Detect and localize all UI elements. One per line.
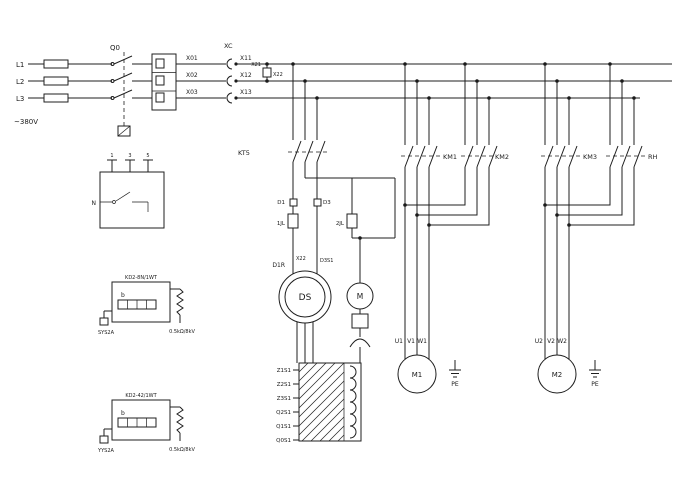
fuse-1jl [287, 213, 299, 229]
module-a-pin3: 5 [146, 153, 149, 159]
ds-terminal-d3s1: D3S1 [320, 258, 333, 264]
terminal-x03: X03 [186, 89, 198, 96]
m-motor-circle [346, 282, 374, 310]
motors [397, 354, 577, 394]
fuse-symbols [43, 59, 358, 229]
module-c-right-label: 0.5kΩ/8kV [169, 447, 195, 453]
q0-pivot-1 [110, 62, 115, 66]
kt-contact-label: KT5 [238, 149, 250, 157]
ds-machine-label: DS [299, 293, 312, 303]
phase-label-l3: L3 [16, 95, 24, 103]
terminal-x02: X02 [186, 72, 198, 79]
phase-label-l1: L1 [16, 61, 24, 69]
connector-xc: XC [224, 42, 233, 50]
voltage-label: ~380V [14, 118, 38, 126]
coil-terminal-q0s1: Q0S1 [276, 438, 291, 444]
coil-terminal-z2s1: Z2S1 [277, 382, 291, 388]
q0-pivot-3 [110, 96, 115, 100]
module-c-b-label: b [121, 410, 125, 417]
module-c [99, 399, 184, 444]
m-motor-label: M [357, 292, 363, 301]
module-a-pin2: 3 [128, 153, 131, 159]
terminal-x13: X13 [240, 89, 252, 96]
resistor-b [176, 288, 184, 316]
contactor-km2: KM2 [495, 153, 509, 161]
coil-block [298, 362, 362, 442]
fuse-2jl-label: 2JL [336, 221, 345, 227]
breaker-label: Q0 [110, 44, 120, 52]
terminal-x21: X21 [251, 62, 261, 68]
mechanical-links [123, 52, 645, 157]
resistor-c [176, 406, 184, 434]
module-b-b-label: b [121, 292, 125, 299]
module-c-left-label: YYS2A [97, 448, 114, 454]
motor2-terminal-v2: V2 [547, 338, 555, 345]
motor1-terminal-u1: U1 [395, 338, 403, 345]
ds-machine [278, 270, 374, 348]
xc-connectors [226, 58, 238, 104]
module-c-title: KD2-42/1WT [125, 393, 157, 399]
module-a-n-label: N [92, 200, 97, 207]
motor2-terminal-u2: U2 [535, 338, 543, 345]
motor2-circle [537, 354, 577, 394]
motor1-terminal-v1: V1 [407, 338, 415, 345]
d1-label: D1 [277, 200, 285, 206]
contactor-km3: KM3 [583, 153, 597, 161]
module-b [99, 281, 184, 326]
motor1-label: M1 [412, 371, 423, 379]
fuse-1jl-label: 1JL [277, 221, 286, 227]
d1r-label: D1R [272, 262, 285, 269]
terminal-x12: X12 [240, 72, 252, 79]
ds-terminal-x22: X22 [296, 256, 306, 262]
phase-label-l2: L2 [16, 78, 24, 86]
motor2-label: M2 [552, 371, 563, 379]
breaker-block [117, 53, 177, 137]
terminal-x11: X11 [240, 55, 252, 62]
module-a-pin1: 1 [110, 153, 113, 159]
contact-levers [110, 55, 643, 168]
motor1-pe-label: PE [451, 381, 459, 388]
d3-label: D3 [323, 200, 331, 206]
d3-element [313, 198, 322, 207]
motor2-terminal-w2: W2 [557, 338, 567, 345]
fuse-2jl [346, 213, 358, 229]
terminal-x22: X22 [273, 72, 283, 78]
coil-terminal-z1s1: Z1S1 [277, 368, 291, 374]
ds-outer-circle [278, 270, 332, 324]
contactor-km1: KM1 [443, 153, 457, 161]
coil-terminal-q1s1: Q1S1 [276, 424, 291, 430]
motor2-pe-label: PE [591, 381, 599, 388]
ds-inner-circle [284, 276, 326, 318]
d1-element [289, 198, 298, 207]
fuse-l2 [43, 76, 69, 86]
contactor-km4: RH [648, 153, 658, 161]
brake-box [351, 313, 369, 329]
module-b-left-label: SYS2A [98, 330, 115, 336]
terminal-x01: X01 [186, 55, 198, 62]
motor1-circle [397, 354, 437, 394]
module-a [99, 171, 165, 229]
coil-terminal-q2s1: Q2S1 [276, 410, 291, 416]
junction-dots [265, 62, 636, 240]
motor1-terminal-w1: W1 [417, 338, 427, 345]
module-b-right-label: 0.5kΩ/8kV [169, 329, 195, 335]
module-b-title: KD2-8N/1WT [125, 275, 158, 281]
bell-symbol [349, 338, 371, 348]
q0-pivot-2 [110, 79, 115, 83]
fuse-l3 [43, 93, 69, 103]
fuse-l1 [43, 59, 69, 69]
winding-symbol [349, 365, 357, 439]
labels: L1 L2 L3 ~380V Q0 X01 X02 X03 XC X11 X12… [14, 42, 658, 454]
wires [28, 63, 672, 441]
fuse-x2 [262, 67, 272, 78]
coil-terminal-z3s1: Z3S1 [277, 396, 291, 402]
